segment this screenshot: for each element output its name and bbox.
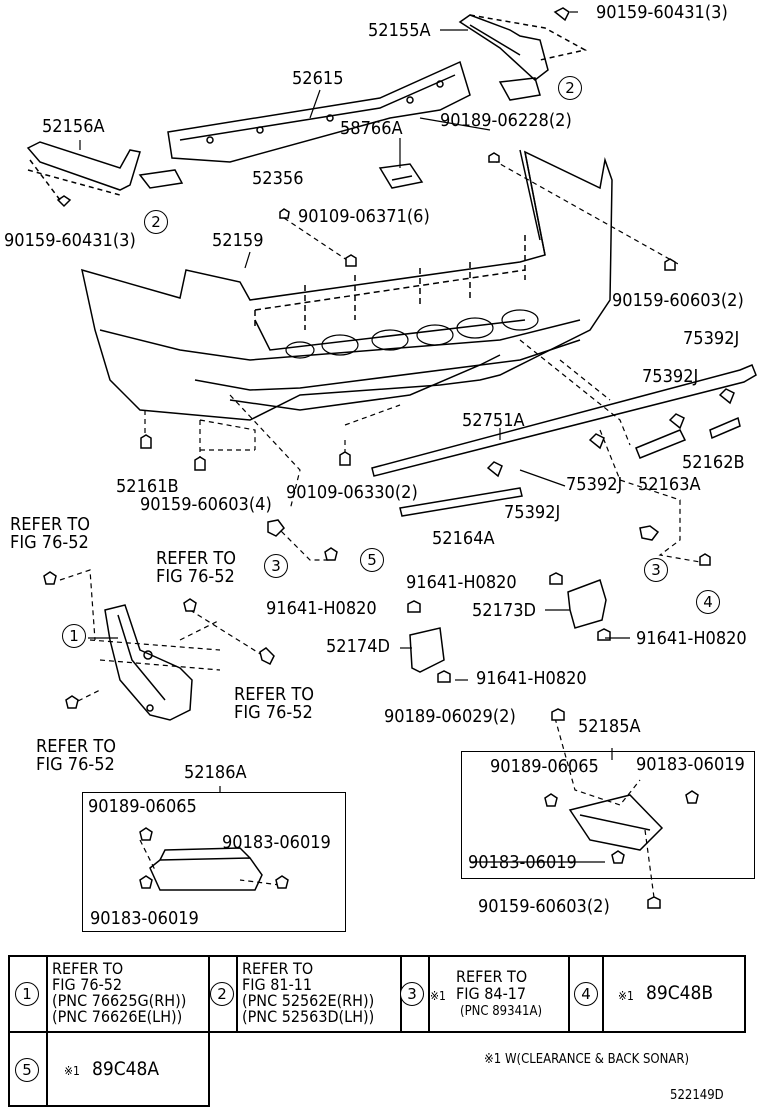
assembly-box-52185A (461, 751, 755, 879)
label-90159-60603-4: 90159-60603(4) (140, 494, 272, 515)
refer-fig-76-52-a-line1: REFER TO (10, 514, 91, 535)
fasteners (43, 152, 711, 909)
label-75392J-d: 75392J (504, 502, 561, 523)
label-52356: 52356 (252, 168, 304, 189)
label-52751A: 52751A (462, 410, 525, 431)
callout-4: 4 (696, 590, 720, 614)
label-90109-06371: 90109-06371(6) (298, 206, 430, 227)
label-52155A: 52155A (368, 20, 431, 41)
legend-callout-3: 3 (400, 982, 424, 1006)
label-52156A: 52156A (42, 116, 105, 137)
legend-3-line3: (PNC 89341A) (460, 1004, 543, 1019)
figure-id: 522149D (670, 1088, 724, 1103)
bumper-cover-drawing (81, 149, 613, 421)
callout-3-right: 3 (644, 558, 668, 582)
refer-fig-76-52-b-line1: REFER TO (156, 548, 237, 569)
label-90159-60603-bottom: 90159-60603(2) (478, 896, 610, 917)
moulding-52751A-drawing (371, 364, 757, 478)
bumper-reinforcement-drawing (167, 60, 471, 163)
legend-callout-1: 1 (15, 982, 39, 1006)
label-58766A: 58766A (340, 118, 403, 139)
label-52185A: 52185A (578, 716, 641, 737)
label-52163A: 52163A (638, 474, 701, 495)
callout-2-left: 2 (144, 210, 168, 234)
label-91641-H0820-d: 91641-H0820 (476, 668, 587, 689)
callout-1: 1 (62, 624, 86, 648)
label-52162B: 52162B (682, 452, 745, 473)
label-90189-06065-right: 90189-06065 (490, 756, 599, 777)
label-90159-60431-left: 90159-60431(3) (4, 230, 136, 251)
legend-3-line2: FIG 84-17 (456, 984, 527, 1003)
legend-4-mark: ※1 (618, 989, 634, 1003)
label-52615: 52615 (292, 68, 344, 89)
legend-1-line4: (PNC 76626E(LH)) (52, 1007, 183, 1026)
legend-callout-5: 5 (15, 1058, 39, 1082)
refer-fig-76-52-a-line2: FIG 76-52 (10, 532, 89, 553)
label-91641-H0820-c: 91641-H0820 (636, 628, 747, 649)
assembly-box-52186A (82, 792, 346, 932)
label-90183-06019-left-1: 90183-06019 (222, 832, 331, 853)
refer-fig-76-52-c-line1: REFER TO (234, 684, 315, 705)
refer-fig-76-52-d-line2: FIG 76-52 (36, 754, 115, 775)
label-52161B: 52161B (116, 476, 179, 497)
label-90189-06029: 90189-06029(2) (384, 706, 516, 727)
legend-5-code: 89C48A (92, 1058, 160, 1080)
callout-2-right: 2 (558, 76, 582, 100)
legend-cell-4 (602, 955, 746, 1033)
label-75392J-c: 75392J (566, 474, 623, 495)
legend-1-line1: REFER TO (52, 959, 124, 978)
legend-2-line4: (PNC 52563D(LH)) (242, 1007, 375, 1026)
label-52173D: 52173D (472, 600, 536, 621)
refer-fig-76-52-d-line1: REFER TO (36, 736, 117, 757)
legend-cell-5 (46, 1031, 210, 1107)
legend-1-line3: (PNC 76625G(RH)) (52, 991, 187, 1010)
label-90109-06330: 90109-06330(2) (286, 482, 418, 503)
legend-3-mark: ※1 (430, 989, 446, 1003)
label-75392J-b: 75392J (642, 366, 699, 387)
label-90159-60431-top: 90159-60431(3) (596, 2, 728, 23)
callout-5: 5 (360, 548, 384, 572)
mudguard-drawing (104, 604, 193, 721)
label-91641-H0820-a: 91641-H0820 (406, 572, 517, 593)
bracket-52156A-drawing (26, 141, 184, 208)
cover-52185A-drawing (544, 790, 699, 864)
leader-lines (59, 159, 701, 906)
legend-1-line2: FIG 76-52 (52, 975, 123, 994)
label-90159-60603-right: 90159-60603(2) (612, 290, 744, 311)
cover-52186A-drawing (139, 827, 289, 891)
label-52174D: 52174D (326, 636, 390, 657)
legend-3-line1: REFER TO (456, 967, 528, 986)
label-52164A: 52164A (432, 528, 495, 549)
callout-3-left: 3 (264, 554, 288, 578)
label-90183-06019-right-1: 90183-06019 (636, 754, 745, 775)
label-52186A: 52186A (184, 762, 247, 783)
legend-callout-4: 4 (574, 982, 598, 1006)
bracket-52155A-drawing (458, 7, 588, 101)
label-leaders (79, 11, 630, 863)
legend-2-line3: (PNC 52562E(RH)) (242, 991, 375, 1010)
legend-5-mark: ※1 (64, 1064, 80, 1078)
bracket-58766A-drawing (378, 163, 424, 189)
legend-4-code: 89C48B (646, 982, 714, 1004)
label-75392J-a: 75392J (683, 328, 740, 349)
legend-footnote: ※1 W(CLEARANCE & BACK SONAR) (484, 1052, 690, 1067)
label-90189-06065-left: 90189-06065 (88, 796, 197, 817)
legend-callout-2: 2 (210, 982, 234, 1006)
legend-2-line1: REFER TO (242, 959, 314, 978)
refer-fig-76-52-b-line2: FIG 76-52 (156, 566, 235, 587)
refer-fig-76-52-c-line2: FIG 76-52 (234, 702, 313, 723)
legend-2-line2: FIG 81-11 (242, 975, 313, 994)
splash-shields-drawing (409, 579, 607, 673)
label-90183-06019-right-2: 90183-06019 (468, 852, 577, 873)
label-90183-06019-left-2: 90183-06019 (90, 908, 199, 929)
label-91641-H0820-b: 91641-H0820 (266, 598, 377, 619)
label-52159: 52159 (212, 230, 264, 251)
legend-table: 1 REFER TO FIG 76-52 (PNC 76625G(RH)) (P… (8, 955, 746, 1107)
label-90189-06228: 90189-06228(2) (440, 110, 572, 131)
pads-drawing (399, 416, 741, 517)
